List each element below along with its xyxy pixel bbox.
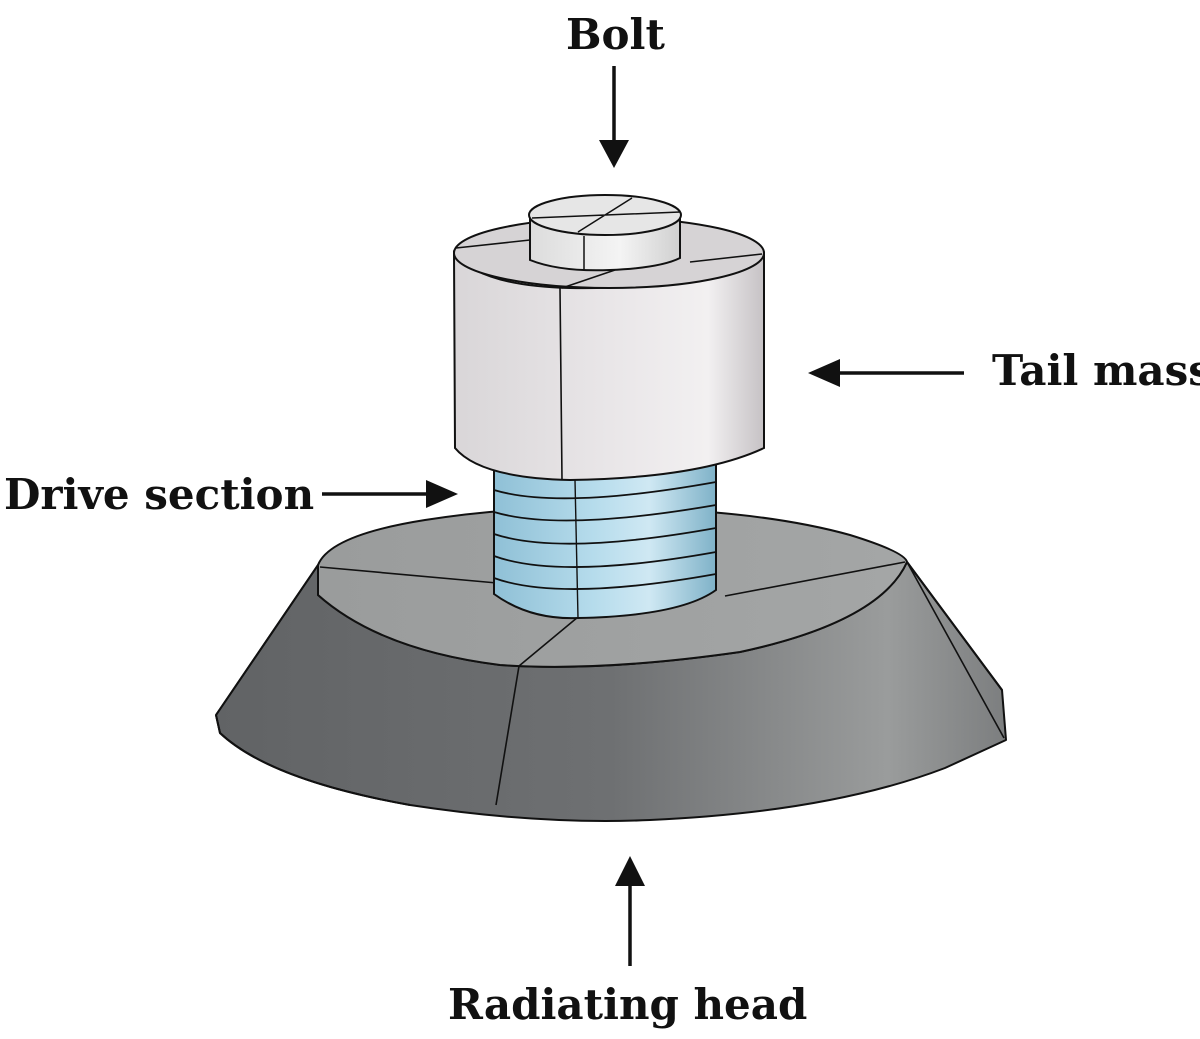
- label-drive-section: Drive section: [4, 470, 315, 519]
- bolt-seams: [531, 197, 681, 270]
- arrow-drive-section: [322, 480, 458, 508]
- tail-mass-side: [452, 250, 765, 482]
- radiating-head-seams: [319, 561, 1005, 806]
- label-bolt: Bolt: [566, 10, 665, 59]
- radiating-head-edge-lines: [215, 561, 1003, 806]
- drive-section-rings: [493, 481, 717, 590]
- drive-section-body: [493, 460, 717, 620]
- tail-mass-seams: [455, 239, 763, 481]
- drive-section: [493, 460, 717, 620]
- arrow-tail-mass: [808, 359, 964, 387]
- bolt: [528, 194, 682, 272]
- label-tail-mass: Tail mass: [992, 346, 1200, 395]
- arrow-radiating-head: [615, 856, 645, 966]
- drive-section-seam: [574, 479, 579, 619]
- arrow-bolt: [599, 66, 629, 168]
- label-radiating-head: Radiating head: [448, 980, 808, 1029]
